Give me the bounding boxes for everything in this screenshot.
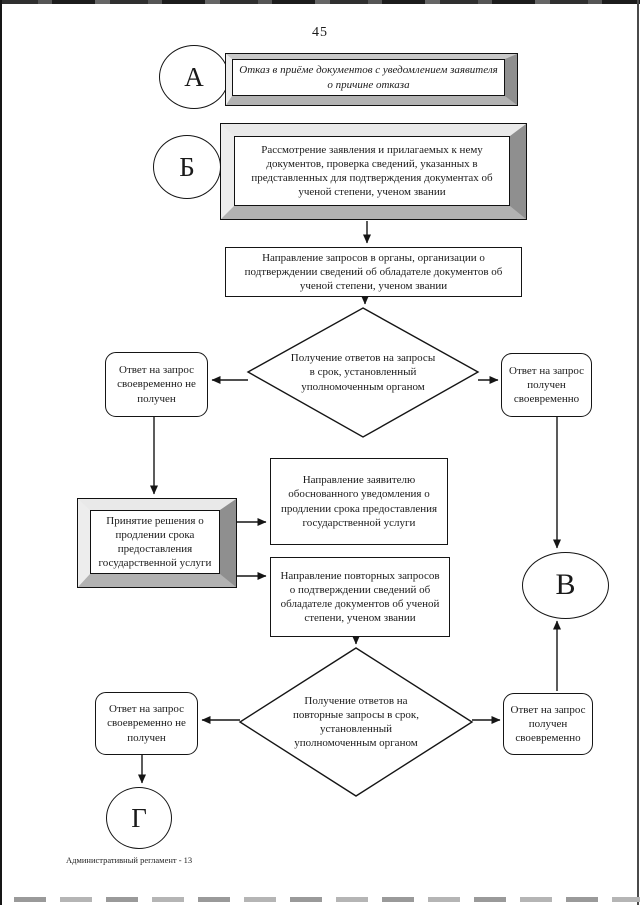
process-box-review: Рассмотрение заявления и прилагаемых к н… [220,123,527,220]
result-box-response-2: Ответ на запрос получен своевременно [503,693,593,755]
process-box-decision-text: Принятие решения о продлении срока предо… [90,510,220,574]
connector-b-label: Б [179,151,195,182]
process-box-requests: Направление запросов в органы, организац… [225,247,522,297]
connector-a-label: А [184,61,204,92]
bevel-frame: Принятие решения о продлении срока предо… [78,499,236,587]
scan-edge-top [0,0,640,4]
connector-v-label: В [555,568,576,602]
connector-circle-g: Г [106,787,172,849]
process-box-notification: Направление заявителю обоснованного увед… [270,458,448,545]
result-box-response-1-text: Ответ на запрос получен своевременно [509,364,584,406]
decision-diamond-repeat-responses-text: Получение ответов на повторные запросы в… [292,694,420,750]
process-box-notification-text: Направление заявителю обоснованного увед… [280,474,438,529]
process-box-decision: Принятие решения о продлении срока предо… [77,498,237,588]
scan-edge-bottom [0,897,640,902]
process-box-review-text: Рассмотрение заявления и прилагаемых к н… [234,136,510,206]
diamond-repeat-responses-shape [238,647,474,797]
result-box-no-response-1-text: Ответ на запрос своевременно не получен [117,364,196,405]
decision-diamond-responses-text: Получение ответов на запросы в срок, уст… [290,352,436,393]
page-number: 45 [312,25,328,40]
scan-edge-right [637,0,639,905]
decision-diamond-responses: Получение ответов на запросы в срок, уст… [288,329,438,416]
process-box-repeat-requests: Направление повторных запросов о подтвер… [270,557,450,637]
result-box-response-2-text: Ответ на запрос получен своевременно [510,703,586,745]
decision-diamond-repeat-responses: Получение ответов на повторные запросы в… [281,678,431,766]
footer-note: Административный регламент - 13 [66,855,193,865]
process-box-refusal: Отказ в приёме документов с уведомлением… [225,53,518,106]
result-box-no-response-2-text: Ответ на запрос своевременно не получен [107,703,186,744]
connector-circle-v: В [522,552,609,619]
result-box-no-response-1: Ответ на запрос своевременно не получен [105,352,208,417]
process-box-repeat-requests-text: Направление повторных запросов о подтвер… [280,569,440,625]
connector-g-label: Г [131,802,147,833]
connector-circle-a: А [159,45,229,109]
scan-edge-left [0,0,2,905]
connector-circle-b: Б [153,135,221,199]
bevel-frame: Отказ в приёме документов с уведомлением… [226,54,517,105]
result-box-response-1: Ответ на запрос получен своевременно [501,353,592,417]
process-box-requests-text: Направление запросов в органы, организац… [244,251,503,293]
result-box-no-response-2: Ответ на запрос своевременно не получен [95,692,198,755]
process-box-refusal-text: Отказ в приёме документов с уведомлением… [232,59,505,96]
bevel-frame: Рассмотрение заявления и прилагаемых к н… [221,124,526,219]
diamond-responses-shape [246,307,480,438]
